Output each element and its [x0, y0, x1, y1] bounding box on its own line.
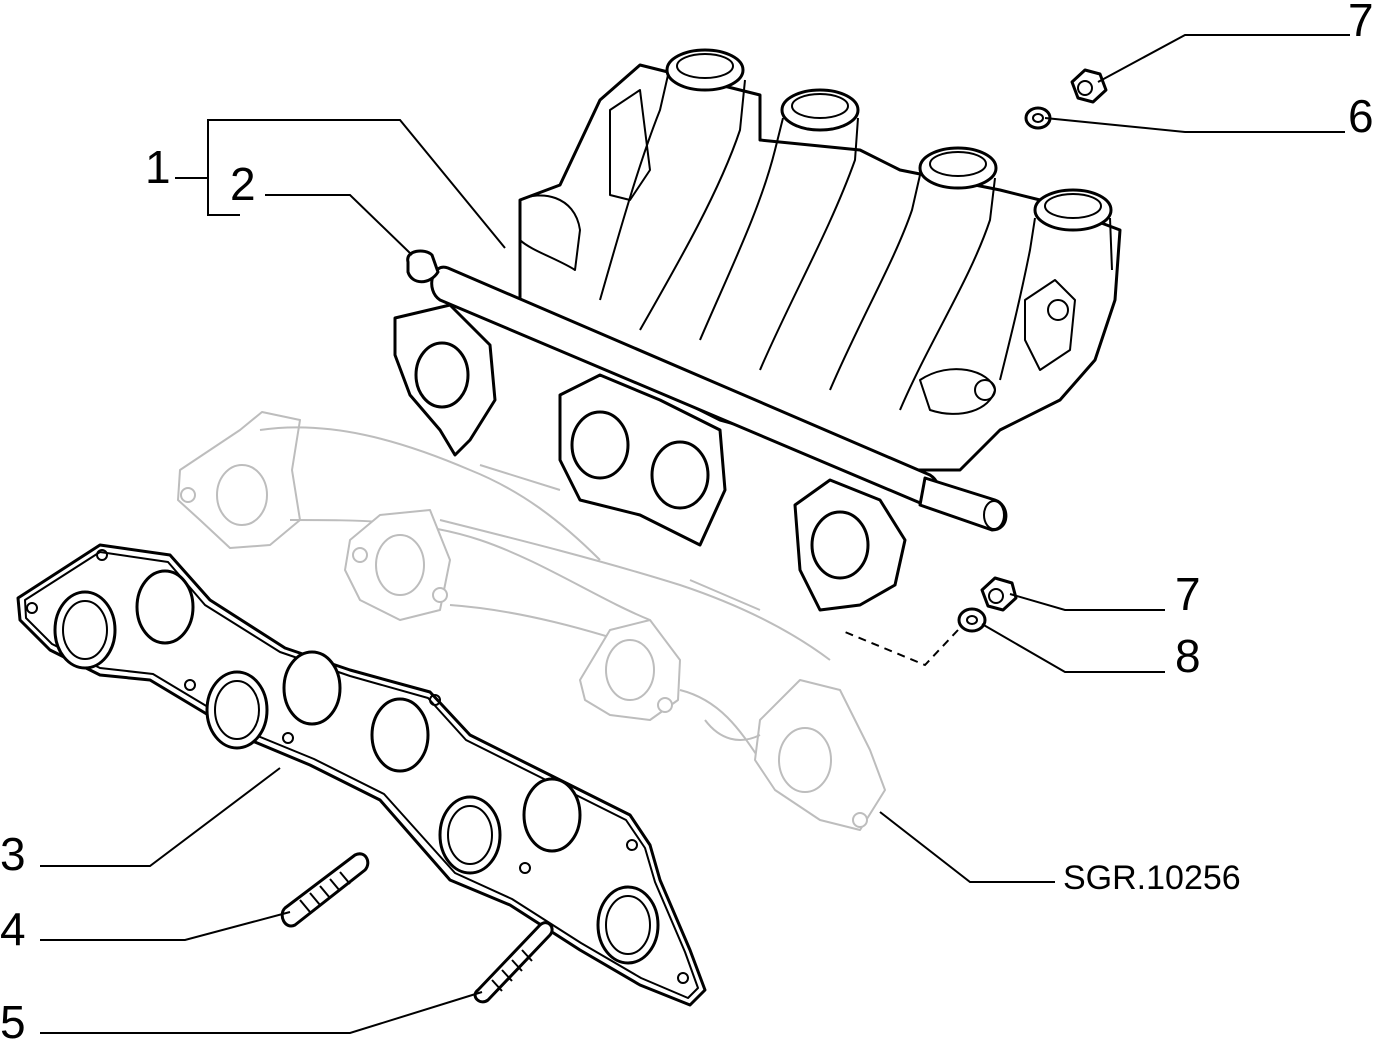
- reference-code: SGR.10256: [1063, 859, 1241, 897]
- callout-1: 1: [145, 141, 171, 193]
- callout-3: 3: [0, 828, 26, 880]
- plug-part-2: [406, 249, 440, 284]
- callout-5: 5: [0, 996, 26, 1040]
- intake-manifold: [393, 48, 1122, 612]
- callout-7-top: 7: [1348, 0, 1374, 46]
- washer-part-8: [957, 607, 987, 633]
- nut-part-7-top: [1070, 68, 1108, 104]
- gasket-part-3: [16, 543, 707, 1007]
- leader-lines: [40, 34, 1350, 1034]
- callout-4: 4: [0, 903, 26, 955]
- stud-part-4: [280, 852, 370, 928]
- callout-6: 6: [1348, 90, 1374, 142]
- exhaust-manifold-outline: [177, 411, 886, 831]
- stud-part-5: [473, 921, 554, 1004]
- callout-7-lower: 7: [1175, 568, 1201, 620]
- callout-2: 2: [230, 158, 256, 210]
- callout-8: 8: [1175, 630, 1201, 682]
- nut-part-7-lower: [980, 576, 1018, 612]
